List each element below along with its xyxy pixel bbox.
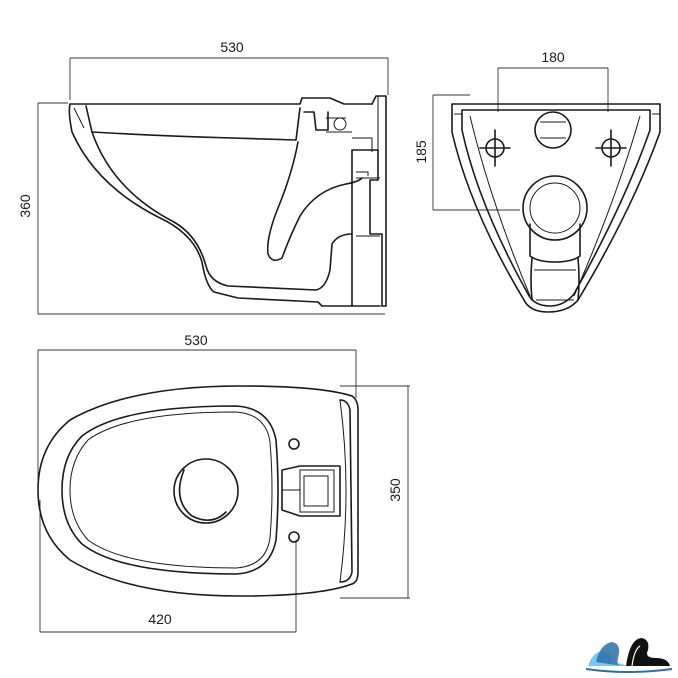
mount-hole-left bbox=[479, 129, 511, 167]
top-width-label: 530 bbox=[184, 332, 208, 348]
side-width-label: 530 bbox=[220, 39, 244, 55]
back-view: 180 185 bbox=[413, 49, 661, 313]
top-depth-label: 350 bbox=[387, 478, 403, 502]
bolt-hole-top bbox=[288, 438, 300, 450]
bolt-hole-bottom bbox=[288, 531, 300, 543]
back-height-label: 185 bbox=[413, 140, 429, 164]
top-view: 530 350 420 bbox=[37, 332, 410, 633]
top-bottom-width-label: 420 bbox=[148, 611, 172, 627]
side-height-label: 360 bbox=[17, 194, 33, 218]
swan-logo-icon bbox=[586, 638, 672, 673]
mount-hole-right bbox=[595, 129, 627, 167]
back-width-label: 180 bbox=[541, 49, 565, 65]
side-view: 530 360 bbox=[17, 39, 389, 315]
